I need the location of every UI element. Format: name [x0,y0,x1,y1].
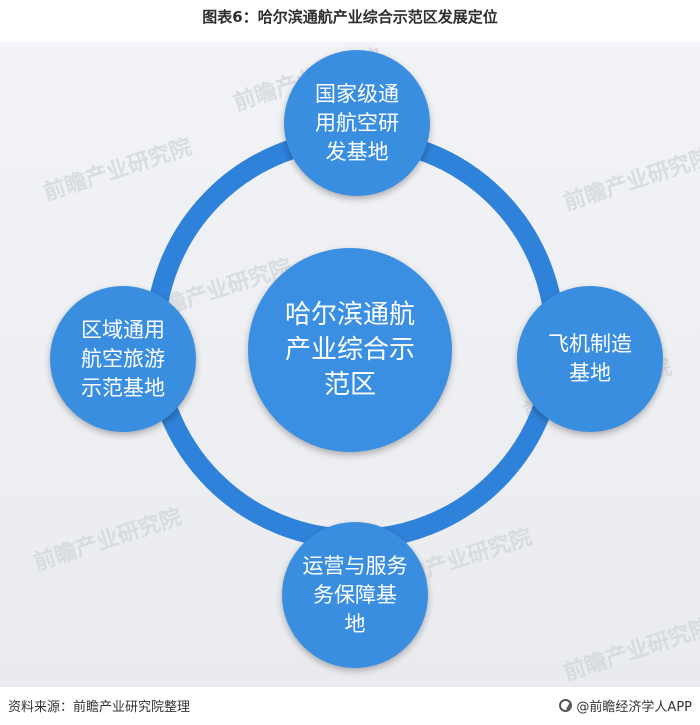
brand-label: @前瞻经济学人APP [576,700,692,715]
node-center: 哈尔滨通航 产业综合示 范区 [248,248,452,452]
node-bottom: 运营与服务 务保障基 地 [282,522,428,668]
node-center-label: 哈尔滨通航 产业综合示 范区 [284,299,415,400]
brand-logo-icon [559,699,573,712]
node-left: 区域通用 航空旅游 示范基地 [50,286,196,432]
node-top-label: 国家级通 用航空研 发基地 [315,81,399,164]
node-right-label: 飞机制造 基地 [548,332,632,385]
watermark: 前瞻产业研究院 [560,614,700,687]
watermark: 前瞻产业研究院 [30,504,185,577]
chart-title: 图表6：哈尔滨通航产业综合示范区发展定位 [202,8,498,26]
node-right: 飞机制造 基地 [517,286,663,432]
watermark: 前瞻产业研究院 [40,134,195,207]
watermark: 前瞻产业研究院 [560,144,700,217]
node-left-label: 区域通用 航空旅游 示范基地 [81,317,165,400]
source-note: 资料来源：前瞻产业研究院整理 [8,700,191,715]
node-bottom-label: 运营与服务 务保障基 地 [302,553,408,636]
node-top: 国家级通 用航空研 发基地 [284,50,430,196]
brand-credit: @前瞻经济学人APP [559,696,692,715]
